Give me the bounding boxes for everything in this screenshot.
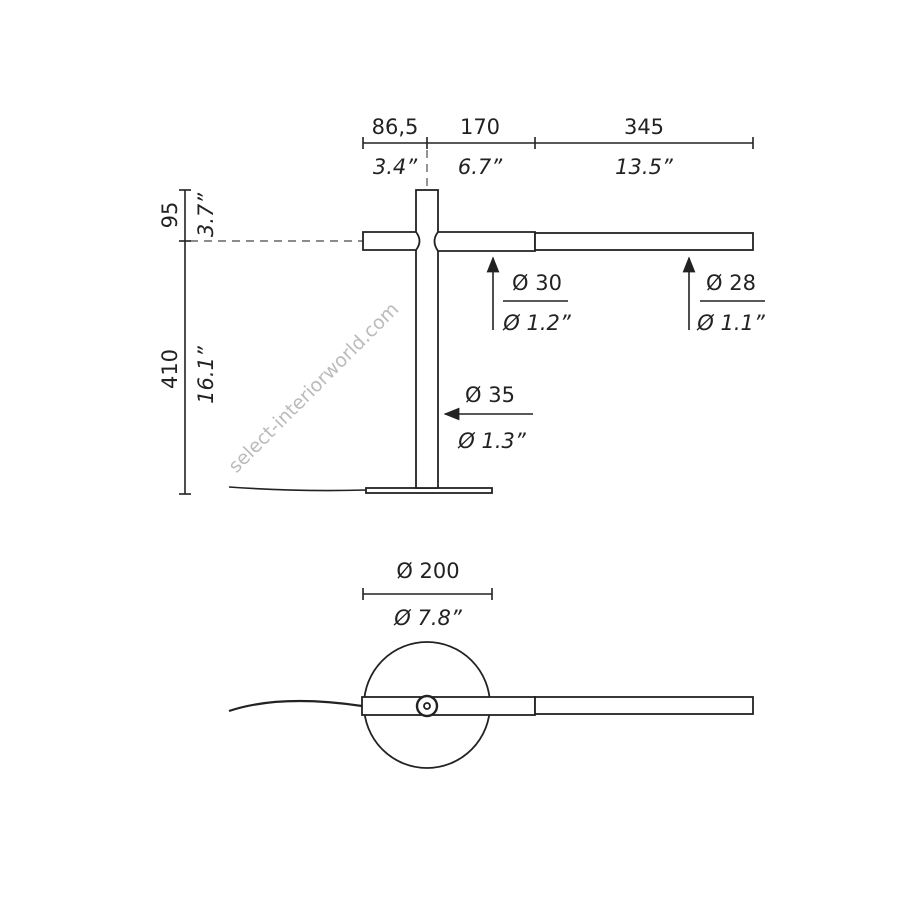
stem-diameter-inch: Ø 1.3” bbox=[457, 429, 527, 453]
dim-height-2-inch: 16.1” bbox=[194, 345, 218, 404]
top-dimension-line bbox=[362, 137, 754, 149]
arm-inner-top bbox=[361, 696, 536, 716]
watermark: select-interiorworld.com bbox=[224, 298, 403, 477]
arm-inner-diameter-mm: Ø 30 bbox=[512, 271, 562, 295]
arm-left bbox=[362, 231, 421, 251]
arm-outer-diameter-mm: Ø 28 bbox=[706, 271, 756, 295]
stem-diameter-mm: Ø 35 bbox=[465, 383, 515, 407]
dim-top-2-mm: 170 bbox=[460, 115, 500, 139]
dim-top-1-mm: 86,5 bbox=[372, 115, 419, 139]
dim-height-2-mm: 410 bbox=[158, 349, 182, 389]
arm-inner-diameter-inch: Ø 1.2” bbox=[502, 311, 572, 335]
arm-outer bbox=[534, 232, 754, 251]
stem bbox=[415, 189, 439, 489]
dim-top-3-mm: 345 bbox=[624, 115, 664, 139]
arm-outer-diameter-inch: Ø 1.1” bbox=[696, 311, 766, 335]
cable bbox=[228, 486, 367, 492]
dim-top-2-inch: 6.7” bbox=[458, 155, 503, 179]
cable bbox=[228, 699, 363, 713]
arm-outer-top bbox=[534, 696, 754, 715]
base-diameter-mm: Ø 200 bbox=[396, 559, 459, 583]
dim-top-3-inch: 13.5” bbox=[615, 155, 674, 179]
arm-inner bbox=[433, 231, 536, 252]
lamp-side-view bbox=[228, 189, 754, 494]
lamp-top-view bbox=[228, 641, 754, 769]
dim-height-1-mm: 95 bbox=[158, 202, 182, 229]
dim-height-1-inch: 3.7” bbox=[194, 192, 218, 237]
base-dimension-line bbox=[362, 588, 493, 600]
vertical-dimension-line bbox=[179, 189, 191, 495]
dim-top-1-inch: 3.4” bbox=[373, 155, 418, 179]
base-diameter-inch: Ø 7.8” bbox=[393, 606, 463, 630]
